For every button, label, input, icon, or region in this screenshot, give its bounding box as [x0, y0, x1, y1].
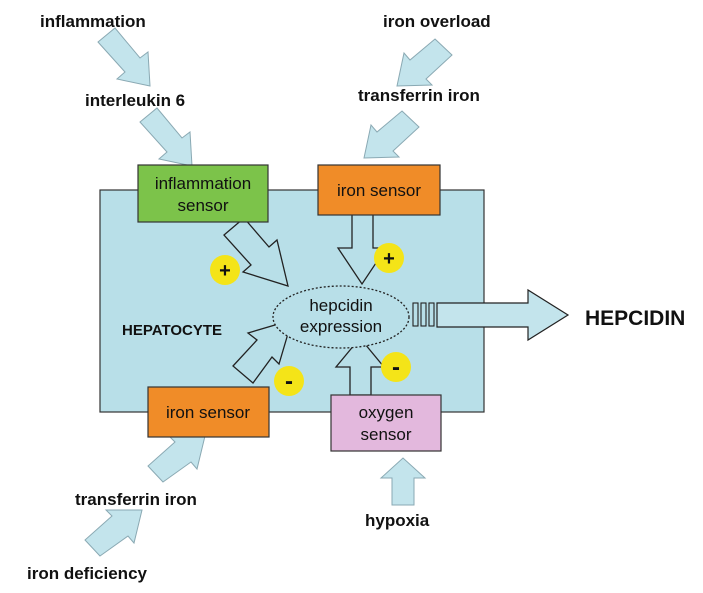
inflammation-sensor-line-1: inflammation	[155, 174, 251, 193]
arrow-hypoxia-to-oxygen-sensor	[379, 457, 427, 506]
label-iron-deficiency: iron deficiency	[27, 564, 148, 583]
inflammation-sensor-line-2: sensor	[177, 196, 228, 215]
inflammation-sensor-box	[137, 164, 269, 223]
oxygen-sensor-box	[330, 394, 442, 452]
iron-sensor-bottom-box	[147, 386, 270, 438]
output-bar-1	[412, 302, 419, 327]
arrow-il6-to-inflammation-sensor	[139, 107, 193, 167]
arrow-inflammation-to-il6	[97, 27, 151, 87]
iron-sensor-bottom-label: iron sensor	[166, 403, 250, 422]
label-hepatocyte: HEPATOCYTE	[122, 322, 222, 339]
label-hepcidin: HEPCIDIN	[585, 307, 685, 330]
sign-iron-top: +	[383, 248, 395, 270]
sign-iron-bottom: -	[285, 368, 293, 395]
output-bar-3	[428, 302, 435, 327]
label-iron-overload: iron overload	[383, 12, 491, 31]
sign-circle-iron-bottom	[274, 366, 304, 396]
iron-sensor-top-box	[317, 164, 441, 216]
label-inflammation: inflammation	[40, 12, 146, 31]
arrow-transferrin-to-iron-sensor-bottom	[147, 435, 206, 483]
arrow-inflammation-sensor-to-expression	[223, 217, 289, 287]
output-bar-2	[420, 302, 427, 327]
center-line-2: expression	[300, 317, 382, 336]
output-arrow-icon	[436, 288, 570, 342]
oxygen-sensor-line-1: oxygen	[359, 403, 414, 422]
label-transferrin-bottom: transferrin iron	[75, 490, 197, 509]
arrow-transferrin-to-iron-sensor	[363, 110, 420, 159]
sign-inflammation: +	[219, 260, 231, 282]
label-interleukin: interleukin 6	[85, 91, 185, 110]
arrow-deficiency-to-transferrin	[84, 509, 143, 557]
oxygen-sensor-line-2: sensor	[360, 425, 411, 444]
arrow-iron-sensor-bottom-to-expression	[232, 319, 293, 384]
arrow-oxygen-sensor-to-expression	[334, 336, 386, 396]
hepcidin-expression-node	[272, 285, 410, 349]
label-transferrin-top: transferrin iron	[358, 86, 480, 105]
center-line-1: hepcidin	[309, 296, 372, 315]
sign-circle-oxygen	[381, 352, 411, 382]
label-hypoxia: hypoxia	[365, 511, 430, 530]
arrow-overload-to-transferrin	[396, 38, 453, 87]
sign-oxygen: -	[392, 354, 400, 381]
iron-sensor-top-label: iron sensor	[337, 181, 421, 200]
sign-circle-iron-top	[374, 243, 404, 273]
sign-circle-inflammation	[210, 255, 240, 285]
arrow-iron-sensor-to-expression	[336, 211, 388, 286]
